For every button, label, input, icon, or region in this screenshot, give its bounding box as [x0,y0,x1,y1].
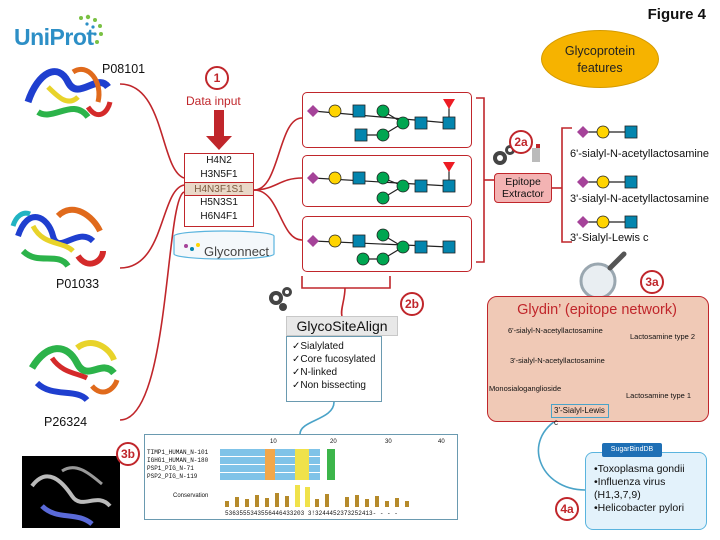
sequence-name: PSP2_PIG_N-119 [147,473,198,480]
glydin-network-panel [487,296,709,422]
organism-item: •Toxoplasma gondii [594,463,685,475]
epitope-glycan-icons [577,125,638,229]
step-1-badge: 1 [205,66,229,90]
epitope-label: 3'-Sialyl-Lewis c [570,232,649,244]
composition-item: H4N2 [206,155,232,166]
composition-item: H5N3S1 [200,197,238,208]
accession-p26324: P26324 [44,415,88,429]
epitope-label: 3'-sialyl-N-acetyllactosamine [570,193,710,205]
sequence-name: PSP1_PIG_N-71 [147,465,194,472]
alignment-tick: 30 [385,439,392,445]
uniprot-logo: UniProt [14,24,94,50]
sequence-alignment-panel: TIMP1_HUMAN_N-101 IGHG1_HUMAN_N-180 PSP1… [144,434,458,520]
alignment-graphic [220,449,409,507]
criteria-item: ✓Non bissecting [292,380,366,391]
sugarbinddb-logo: SugarBindDB [602,443,662,457]
conservation-label: Conservation [173,493,209,499]
network-node-label: 3'-sialyl-N-acetyllactosamine [510,356,605,365]
criteria-item: ✓Sialylated [292,341,344,352]
criteria-item: ✓N-linked [292,367,338,378]
glydin-title: Glydin’ (epitope network) [517,302,677,318]
sequence-name: IGHG1_HUMAN_N-180 [147,457,209,464]
glycoprotein-3d-structure [22,456,120,528]
network-node-label: Lactosamine type 1 [626,391,692,400]
accession-p01033: P01033 [56,277,100,291]
criteria-item: ✓Core fucosylated [292,354,376,365]
glycan-structure-box [302,92,472,148]
glycositealign-title: GlycoSiteAlign [286,316,398,336]
figure-title: Figure 4 [647,6,706,23]
protein-structure-p26324 [28,340,120,403]
glycan-structure-box [302,216,472,272]
alignment-tick: 40 [438,439,445,445]
network-node-label: Lactosamine type 2 [630,332,696,341]
step-2a-badge: 2a [509,130,533,154]
step-4a-badge: 4a [555,497,579,521]
composition-item: H6N4F1 [200,211,238,222]
composition-list: H4N2 H3N5F1 H4N3F1S1 H5N3S1 H6N4F1 [184,153,254,227]
network-node-label: 6'-sialyl-N-acetyllactosamine [508,326,603,335]
glycan-structure-1 [307,99,456,142]
organism-item: (H1,3,7,9) [594,489,641,501]
protein-structure-p01033 [10,206,106,268]
data-input-label: Data input [186,94,241,108]
conservation-scores: 5363555343556446433203 3!324445237325241… [225,510,398,517]
epitope-label: 6'-sialyl-N-acetyllactosamine [570,148,710,160]
organism-item: •Helicobacter pylori [594,502,685,514]
composition-item: H3N5F1 [200,169,238,180]
protein-structure-p08101 [24,67,113,120]
glycoprotein-features-line2: features [577,61,623,75]
glycoprotein-features-bubble: Glycoprotein features [541,30,659,88]
network-node-label: Monosialoganglioside [489,384,562,393]
step-3a-badge: 3a [640,270,664,294]
step-2b-badge: 2b [400,292,424,316]
alignment-tick: 10 [270,439,277,445]
alignment-tick: 20 [330,439,337,445]
glyconnect-label: Glyconnect [204,244,270,259]
epitope-extractor-box: Epitope Extractor [494,173,552,203]
composition-item-highlighted: H4N3F1S1 [185,182,253,196]
step-3b-badge: 3b [116,442,140,466]
organism-list: •Toxoplasma gondii •Influenza virus (H1,… [585,452,707,530]
epitope-extractor-line1: Epitope [505,176,541,188]
glycan-structure-3 [307,228,456,266]
selected-epitope-node: 3'-Sialyl-Lewis c [551,404,609,427]
accession-p08101: P08101 [102,62,146,76]
glycoprotein-features-line1: Glycoprotein [564,44,636,58]
glycan-structure-2 [307,162,456,205]
uniprot-logo-dots [79,14,103,44]
epitope-extractor-line2: Extractor [501,188,544,200]
sequence-name: TIMP1_HUMAN_N-101 [147,449,209,456]
glycositealign-criteria: ✓Sialylated ✓Core fucosylated ✓N-linked … [286,336,382,402]
glycan-structure-box [302,155,472,207]
glyconnect-database-icon [173,230,275,260]
organism-item: •Influenza virus [594,476,666,488]
